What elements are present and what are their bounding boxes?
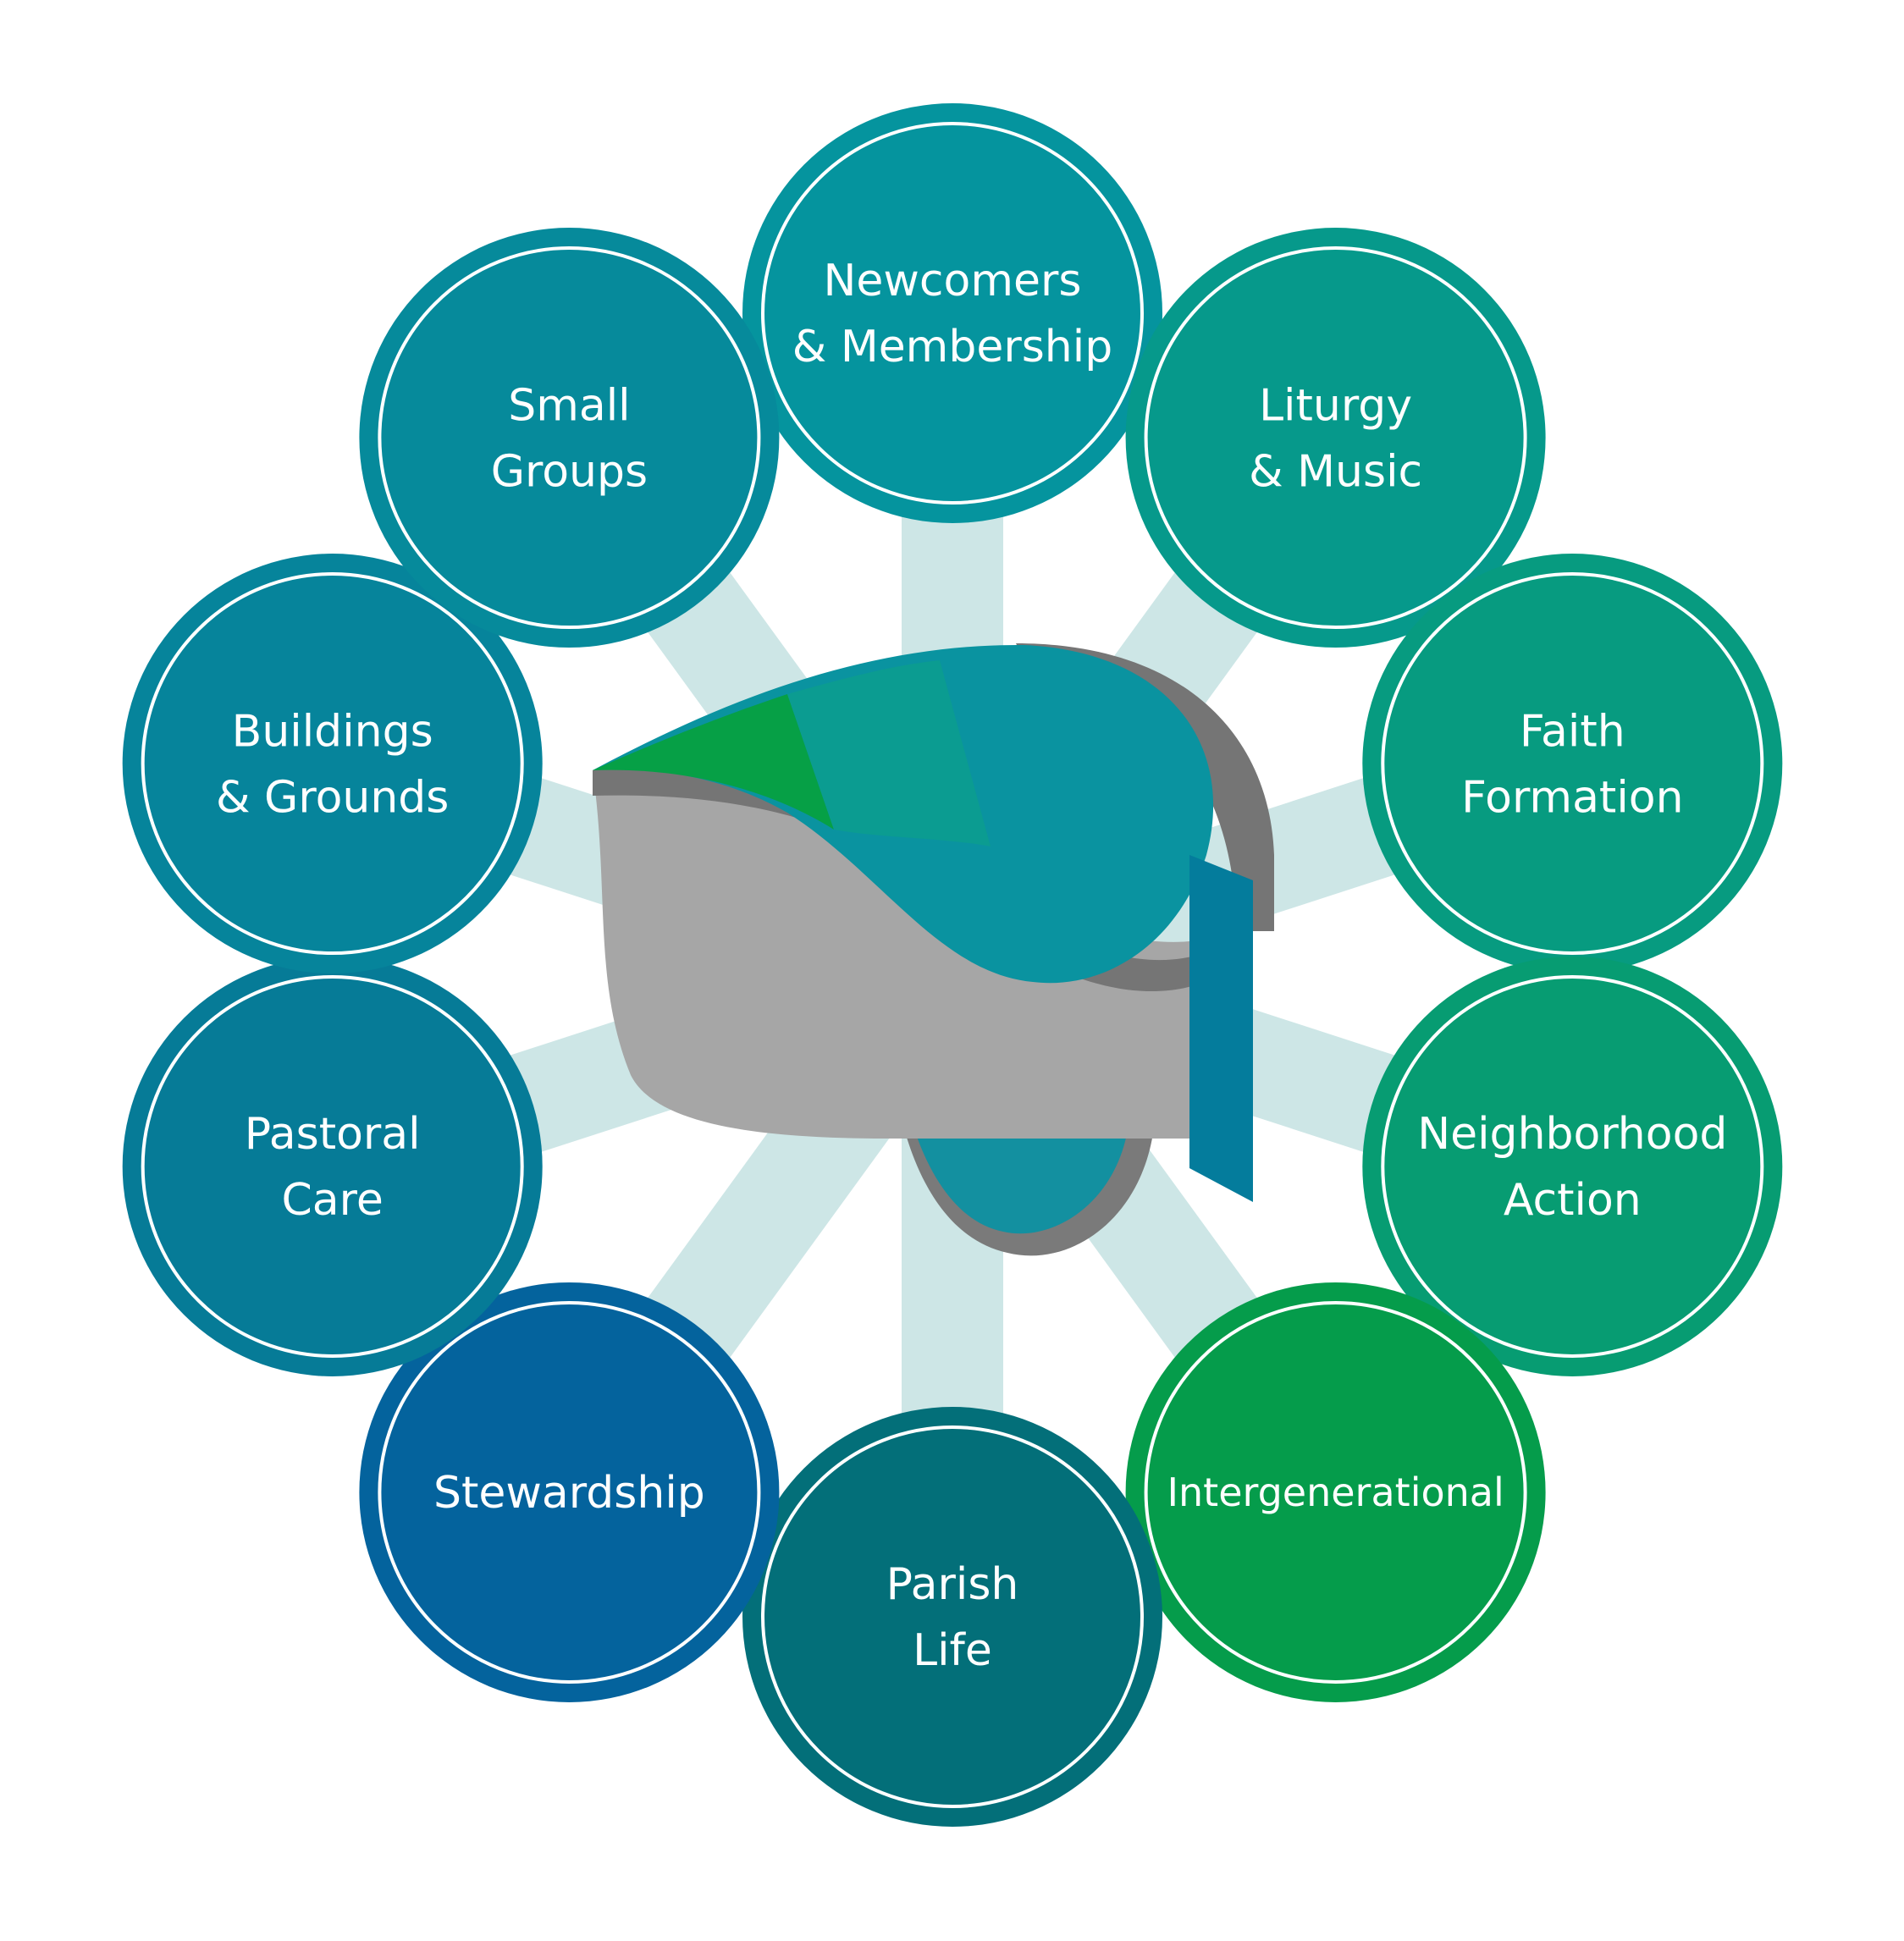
node-buildings: Buildings & Grounds bbox=[122, 554, 543, 974]
node-label-pastoral: Pastoral bbox=[245, 1109, 421, 1160]
node-ring-newcomers bbox=[761, 122, 1144, 505]
node-label-parish: Parish bbox=[886, 1559, 1019, 1610]
node-circle-intergenerational bbox=[1125, 1282, 1546, 1702]
node-circle-newcomers bbox=[742, 103, 1162, 523]
node-circle-pastoral bbox=[122, 956, 543, 1376]
node-ring-small-groups bbox=[378, 246, 761, 630]
node-label-buildings: Buildings bbox=[232, 706, 433, 757]
node-label-newcomers: Newcomers bbox=[824, 256, 1082, 306]
node-circle-parish bbox=[742, 1407, 1162, 1827]
node-label-neighborhood: Neighborhood bbox=[1417, 1109, 1727, 1160]
node-label-buildings: & Grounds bbox=[216, 772, 449, 823]
node-label-newcomers: & Membership bbox=[792, 322, 1112, 372]
center-logo-icon bbox=[593, 643, 1274, 1256]
node-ring-buildings bbox=[141, 572, 524, 956]
node-label-intergenerational: Intergenerational bbox=[1167, 1470, 1504, 1515]
node-circle-faith bbox=[1362, 554, 1783, 974]
node-newcomers: Newcomers & Membership bbox=[742, 103, 1162, 523]
node-label-stewardship: Stewardship bbox=[433, 1468, 705, 1519]
node-ring-neighborhood bbox=[1381, 974, 1764, 1358]
node-circle-buildings bbox=[122, 554, 543, 974]
node-ring-pastoral bbox=[141, 974, 524, 1358]
node-label-small-groups: Small bbox=[508, 380, 630, 431]
node-label-faith: Formation bbox=[1461, 772, 1683, 823]
node-label-parish: Life bbox=[913, 1625, 992, 1676]
node-label-small-groups: Groups bbox=[491, 446, 648, 497]
node-ring-faith bbox=[1381, 572, 1764, 956]
node-circle-small-groups bbox=[359, 228, 780, 648]
node-label-liturgy: Liturgy bbox=[1259, 380, 1412, 431]
node-intergenerational: Intergenerational bbox=[1125, 1282, 1546, 1702]
node-ring-parish bbox=[761, 1425, 1144, 1808]
node-circle-stewardship bbox=[359, 1282, 780, 1702]
node-circle-neighborhood bbox=[1362, 956, 1783, 1376]
node-stewardship: Stewardship bbox=[359, 1282, 780, 1702]
node-ring-intergenerational bbox=[1144, 1300, 1527, 1684]
node-label-pastoral: Care bbox=[281, 1175, 383, 1226]
node-ring-liturgy bbox=[1144, 246, 1527, 630]
node-ring-stewardship bbox=[378, 1300, 761, 1684]
node-circle-liturgy bbox=[1125, 228, 1546, 648]
node-label-faith: Faith bbox=[1520, 706, 1625, 757]
node-liturgy: Liturgy & Music bbox=[1125, 228, 1546, 648]
node-label-neighborhood: Action bbox=[1504, 1175, 1642, 1226]
node-label-liturgy: & Music bbox=[1249, 446, 1422, 497]
